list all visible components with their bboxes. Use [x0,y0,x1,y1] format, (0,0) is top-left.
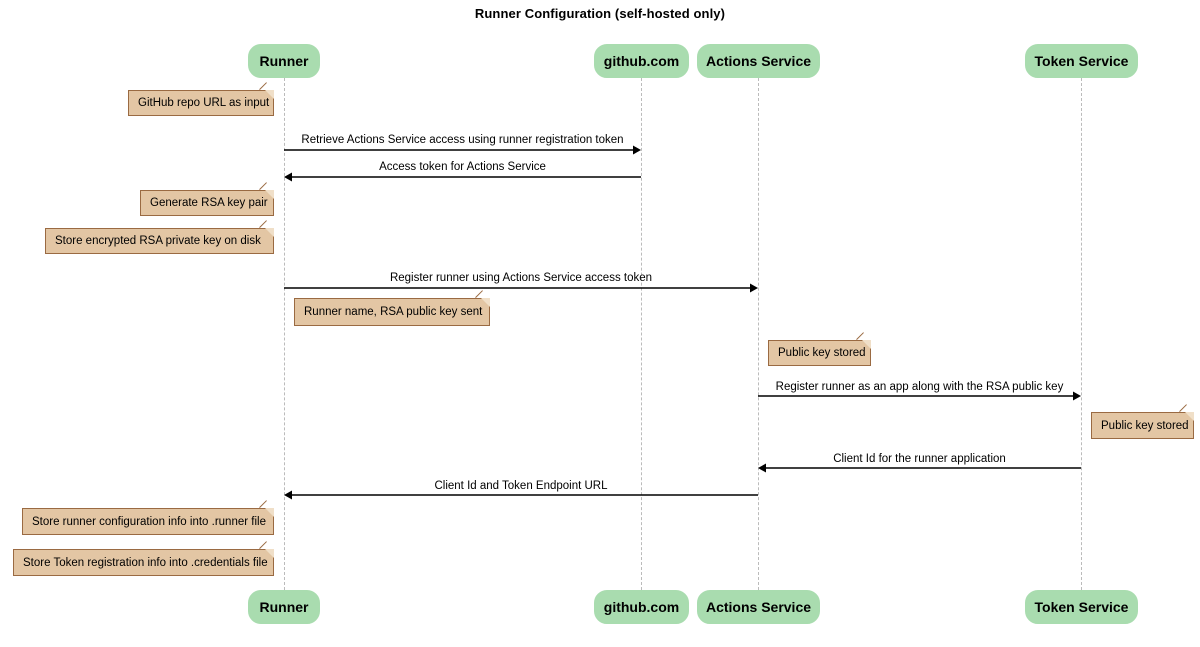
note-n7: Store runner configuration info into .ru… [22,500,274,535]
note-fold-icon [265,228,274,237]
note-text: Store Token registration info into .cred… [23,556,268,569]
participant-actions-top[interactable]: Actions Service [697,44,820,78]
participant-token-bottom[interactable]: Token Service [1025,590,1138,624]
note-fold-icon [265,508,274,517]
note-n6: Public key stored [1091,404,1194,439]
note-fold-icon [1185,412,1194,421]
note-n2: Generate RSA key pair [140,182,274,216]
message-label-m4: Register runner as an app along with the… [775,381,1064,393]
note-text: Public key stored [778,347,866,359]
diagram-title: Runner Configuration (self-hosted only) [474,6,726,21]
note-n5: Public key stored [768,332,871,366]
message-arrow-m2 [284,172,641,182]
message-arrow-m6 [284,490,758,500]
note-text: Store encrypted RSA private key on disk [55,235,261,247]
note-text: Runner name, RSA public key sent [304,306,483,318]
participant-github-bottom[interactable]: github.com [594,590,689,624]
note-fold-icon [862,340,871,349]
message-label-m5: Client Id for the runner application [833,453,1006,465]
participant-runner-bottom[interactable]: Runner [248,590,320,624]
participant-actions-bottom[interactable]: Actions Service [697,590,820,624]
note-n8: Store Token registration info into .cred… [13,541,274,576]
note-n3: Store encrypted RSA private key on disk [45,220,274,254]
note-fold-icon [265,90,274,99]
message-label-m6: Client Id and Token Endpoint URL [434,480,608,492]
note-fold-icon [481,298,490,307]
note-text: Store runner configuration info into .ru… [32,515,266,528]
note-n1: GitHub repo URL as input [128,82,274,116]
message-arrow-m5 [758,463,1081,473]
message-label-m3: Register runner using Actions Service ac… [389,272,653,284]
lifeline-github [641,78,642,590]
lifeline-actions [758,78,759,590]
note-text: GitHub repo URL as input [138,97,270,109]
message-arrow-m3 [284,283,758,293]
note-fold-icon [265,190,274,199]
note-n4: Runner name, RSA public key sent [294,290,490,326]
message-arrow-m1 [284,145,641,155]
lifeline-token [1081,78,1082,590]
message-arrow-m4 [758,391,1081,401]
participant-runner-top[interactable]: Runner [248,44,320,78]
message-label-m2: Access token for Actions Service [379,161,546,173]
lifeline-runner [284,78,285,590]
note-text: Generate RSA key pair [150,197,268,209]
participant-token-top[interactable]: Token Service [1025,44,1138,78]
note-fold-icon [265,549,274,558]
participant-github-top[interactable]: github.com [594,44,689,78]
message-label-m1: Retrieve Actions Service access using ru… [301,134,624,146]
note-text: Public key stored [1101,419,1189,432]
